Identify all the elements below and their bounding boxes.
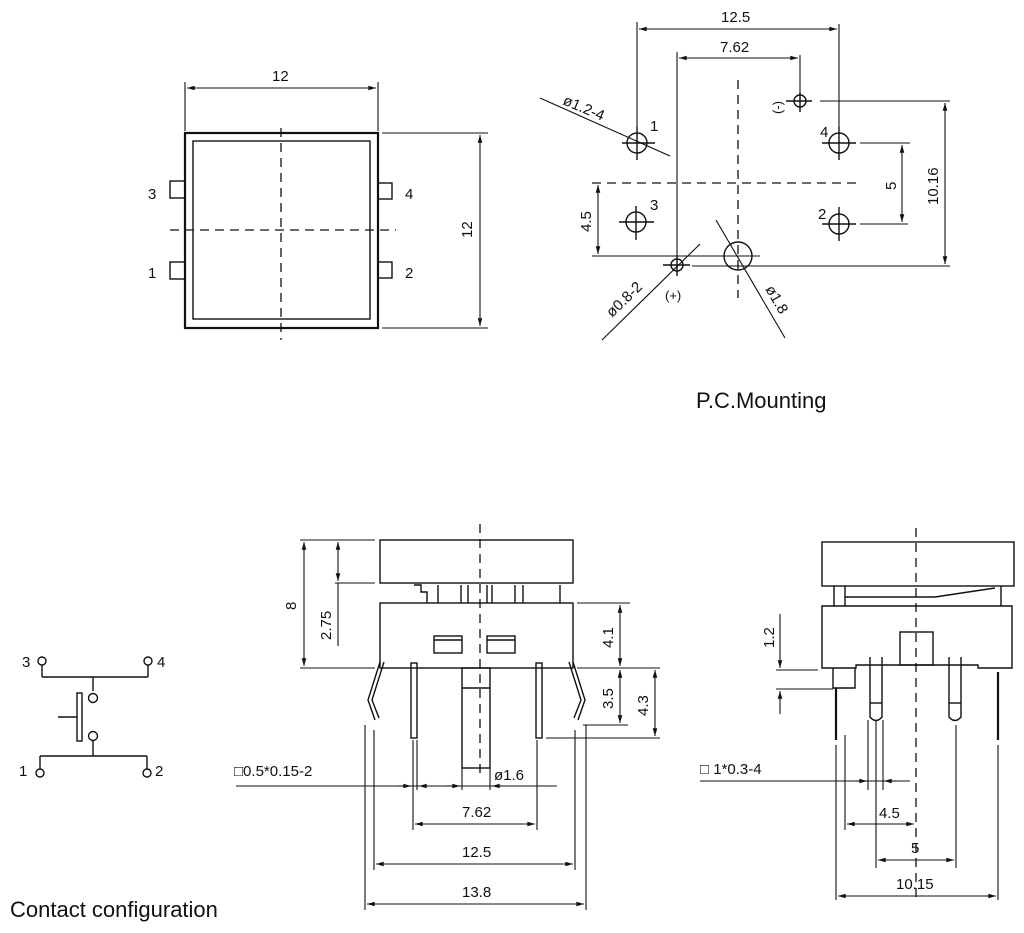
contact-pin-3: 3 [22, 654, 30, 671]
dim-4-5: 4.5 [578, 211, 595, 232]
hole-4 [822, 127, 856, 160]
pin-3-tab [169, 180, 186, 199]
hole-spec-1-8: ø1.8 [762, 283, 792, 317]
pin-label-3: 3 [148, 186, 156, 203]
lead-spec-side: □ 1*0.3-4 [700, 761, 762, 778]
dim-5: 5 [883, 182, 900, 190]
side-view: 1.2 □ 1*0.3-4 4.5 5 10.15 [700, 528, 1015, 903]
dim-13-8: 13.8 [462, 884, 491, 901]
pin-label-2: 2 [818, 206, 826, 223]
contact-title: Contact configuration [10, 897, 218, 922]
dim-10-15: 10.15 [896, 876, 934, 893]
hole-1 [622, 127, 655, 160]
dim-7-62-front: 7.62 [462, 804, 491, 821]
dim-7-62: 7.62 [720, 39, 749, 56]
front-view: 8 2.75 4.1 3.5 4.3 □0.5*0.15-2 ø1.6 7.62… [234, 524, 660, 910]
contact-pin-4: 4 [157, 654, 165, 671]
pin-2-tab [377, 261, 393, 279]
pin-label-4: 4 [820, 124, 828, 141]
dim-4-1: 4.1 [600, 627, 617, 648]
minus-label: (-) [770, 101, 785, 114]
pc-mounting-title: P.C.Mounting [696, 388, 826, 413]
hole-spec-1-2: ø1.2-4 [560, 92, 607, 125]
dim-10-16: 10.16 [925, 167, 942, 205]
contact-pin-1: 1 [19, 763, 27, 780]
dim-width-12: 12 [272, 68, 289, 85]
plus-label: (+) [665, 288, 681, 303]
pc-mounting-view: 12.5 7.62 10.16 5 4.5 ø1.2-4 1 4 3 2 (-)… [539, 9, 950, 413]
dim-1-2: 1.2 [761, 627, 778, 648]
cap [379, 539, 574, 584]
dim-5-side: 5 [911, 840, 919, 857]
dia-1-6: ø1.6 [494, 767, 524, 784]
lead-spec-front: □0.5*0.15-2 [234, 763, 312, 780]
hole-minus [786, 92, 812, 112]
pin-label-1: 1 [148, 265, 156, 282]
dim-2-75: 2.75 [318, 611, 335, 640]
dim-4-3: 4.3 [635, 695, 652, 716]
pin-label-2: 2 [405, 265, 413, 282]
top-view: 3 4 1 2 12 12 [148, 68, 488, 340]
hole-3 [619, 206, 654, 240]
dim-height-12: 12 [459, 221, 476, 238]
dim-4-5-side: 4.5 [879, 805, 900, 822]
hole-2 [822, 207, 856, 241]
dim-12-5-front: 12.5 [462, 844, 491, 861]
pin-1-tab [169, 261, 186, 280]
dim-8: 8 [283, 602, 300, 610]
hole-spec-0-8: ø0.8-2 [603, 279, 646, 321]
dim-12-5: 12.5 [721, 9, 750, 26]
hole-plus [663, 255, 690, 276]
pin-label-1: 1 [650, 118, 658, 135]
dim-3-5: 3.5 [600, 688, 617, 709]
body [379, 602, 574, 669]
pin-label-4: 4 [405, 186, 413, 203]
contact-configuration: 3 4 1 2 Contact configuration [10, 654, 218, 922]
contact-pin-2: 2 [155, 763, 163, 780]
pin-label-3: 3 [650, 197, 658, 214]
pin-4-tab [377, 182, 393, 200]
